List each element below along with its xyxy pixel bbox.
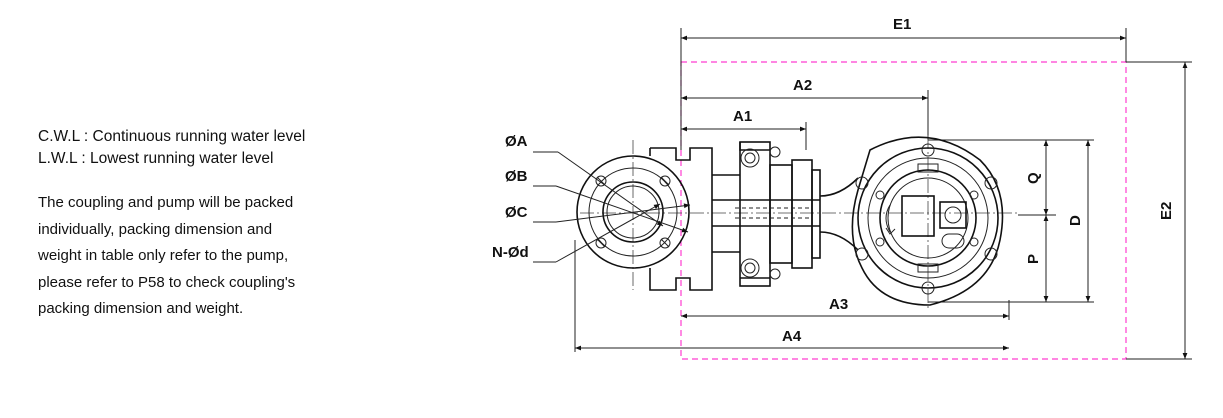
packing-box xyxy=(680,61,1127,360)
lwl-note: L.W.L : Lowest running water level xyxy=(38,150,274,167)
label-q: Q xyxy=(1025,172,1042,184)
packing-note-line: weight in table only refer to the pump, xyxy=(38,247,289,264)
label-dia-a: ØA xyxy=(505,133,528,150)
packing-note-line: individually, packing dimension and xyxy=(38,220,273,238)
packing-note-line: packing dimension and weight. xyxy=(38,300,244,317)
packing-note: The coupling and pump will be packed ind… xyxy=(38,190,398,323)
inlet-flange xyxy=(576,155,690,269)
dimension-lines xyxy=(575,35,1188,359)
cwl-note: C.W.L : Continuous running water level xyxy=(38,128,306,145)
label-e2: E2 xyxy=(1158,202,1175,220)
label-dia-b: ØB xyxy=(505,168,528,185)
label-a1: A1 xyxy=(733,108,752,125)
packing-note-line: The coupling and pump will be packed xyxy=(38,194,294,211)
label-p: P xyxy=(1025,254,1042,264)
diameter-leaders xyxy=(533,151,691,263)
motor-housing xyxy=(851,136,1004,306)
label-a4: A4 xyxy=(782,328,802,345)
coupling-bolts xyxy=(735,146,812,280)
packing-note-line: please refer to P58 to check coupling's xyxy=(38,273,296,291)
label-n-d: N-Ød xyxy=(492,244,529,261)
label-a3: A3 xyxy=(829,296,848,313)
pump-casing xyxy=(649,141,859,291)
label-a2: A2 xyxy=(793,77,812,94)
centerlines xyxy=(580,135,1020,308)
label-dia-c: ØC xyxy=(505,204,528,221)
notes-block: C.W.L : Continuous running water level L… xyxy=(38,126,398,323)
label-e1: E1 xyxy=(893,16,911,33)
label-d: D xyxy=(1067,215,1084,226)
